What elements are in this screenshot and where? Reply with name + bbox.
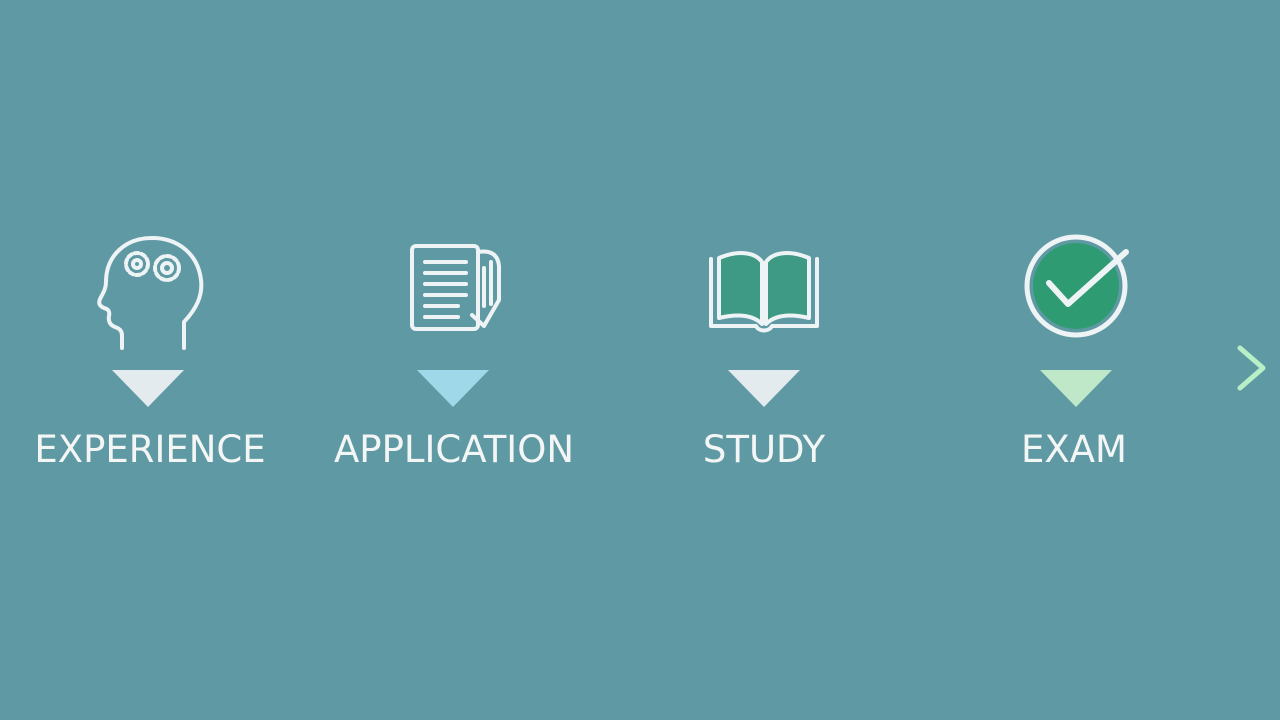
step-marker-exam xyxy=(1040,370,1112,407)
timeline-line xyxy=(32,345,1266,391)
arrow-head-icon xyxy=(1237,345,1266,391)
step-label-application: APPLICATION xyxy=(333,428,575,471)
step-label-exam: EXAM xyxy=(1021,428,1127,471)
head-gears-icon xyxy=(97,236,204,350)
step-label-study: STUDY xyxy=(702,428,826,471)
step-label-experience: EXPERIENCE xyxy=(34,428,266,471)
checkmark-circle-icon xyxy=(1024,234,1129,338)
step-marker-application xyxy=(417,370,489,407)
step-marker-experience xyxy=(112,370,184,407)
open-book-icon xyxy=(709,251,819,333)
step-markers xyxy=(112,370,1112,407)
document-pen-icon xyxy=(410,244,501,331)
step-marker-study xyxy=(728,370,800,407)
